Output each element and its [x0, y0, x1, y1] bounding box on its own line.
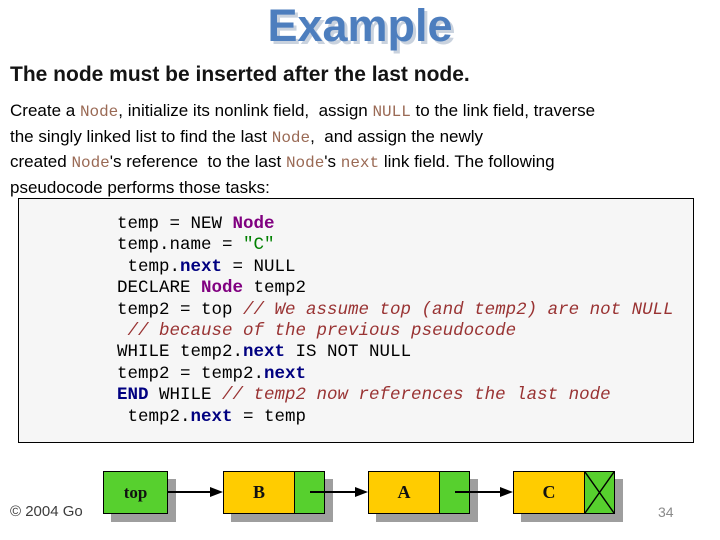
intro-line: pseudocode performs those tasks: — [10, 176, 595, 201]
intro-line-segment: Node — [79, 103, 119, 121]
intro-line-segment: Create a — [10, 101, 80, 120]
node-data-cell: B — [223, 471, 295, 514]
intro-paragraph: Create a Node, initialize its nonlink fi… — [10, 99, 595, 200]
slide-title: Example — [267, 0, 453, 51]
intro-line: the singly linked list to find the last … — [10, 125, 595, 151]
node-link-cell — [584, 471, 615, 514]
code-line-segment: temp2 = top — [117, 299, 244, 320]
code-line-segment: temp. — [117, 256, 181, 277]
code-line-segment: temp2 — [243, 278, 307, 299]
code-line-segment: next — [264, 363, 307, 384]
code-line: DECLARE Node temp2 — [117, 278, 693, 299]
intro-line-segment: Node — [285, 154, 325, 172]
code-line-segment: next — [243, 342, 286, 363]
intro-line: created Node's reference to the last Nod… — [10, 150, 595, 176]
code-line-segment: DECLARE — [117, 278, 202, 299]
code-line: temp2 = top // We assume top (and temp2)… — [117, 300, 693, 321]
top-pointer-box: top — [103, 471, 168, 514]
code-line-segment: // We assume top (and temp2) are not NUL… — [243, 299, 674, 320]
intro-line: Create a Node, initialize its nonlink fi… — [10, 99, 595, 125]
code-line-segment: Node — [232, 214, 275, 234]
node-data-cell: C — [513, 471, 585, 514]
null-x-icon — [585, 472, 614, 513]
list-node: C — [513, 471, 615, 514]
top-pointer-label: top — [123, 482, 148, 502]
code-line-segment: = NULL — [222, 256, 296, 277]
code-line-segment: = temp — [232, 406, 307, 427]
code-line-segment: END — [117, 385, 149, 406]
code-line: WHILE temp2.next IS NOT NULL — [117, 342, 693, 363]
code-line: temp2.next = temp — [117, 407, 693, 428]
code-line: temp2 = temp2.next — [117, 364, 693, 385]
code-line-segment: next — [190, 406, 233, 427]
code-line: temp.name = "C" — [117, 235, 693, 256]
code-line-segment: // temp2 now references the last node — [222, 385, 611, 406]
code-line-segment: temp = NEW — [117, 214, 233, 234]
intro-line-segment: Node — [71, 154, 110, 172]
intro-line-segment: , and assign the newly — [310, 126, 484, 146]
node-data-cell: A — [368, 471, 440, 514]
intro-line-segment: Node — [271, 128, 311, 147]
copyright-text: © 2004 Go — [10, 503, 83, 520]
intro-line-segment: the singly linked list to find the last — [10, 126, 272, 146]
intro-line-segment: 's reference to the last — [109, 152, 286, 171]
code-line-segment — [117, 321, 128, 341]
linked-list-diagram: top B A C — [95, 455, 660, 535]
code-line-segment: "C" — [243, 235, 275, 256]
intro-line-segment: to the link field, traverse — [410, 101, 596, 120]
page-number: 34 — [658, 504, 674, 520]
intro-line-segment: 's — [324, 152, 341, 171]
code-line: temp.next = NULL — [117, 257, 693, 278]
section-heading: The node must be inserted after the last… — [10, 63, 470, 86]
code-line-segment: IS NOT NULL — [285, 342, 412, 363]
list-node: A — [368, 471, 470, 514]
intro-line-segment: , initialize its nonlink field, assign — [118, 101, 373, 120]
code-line-segment: WHILE — [148, 385, 223, 406]
code-line-segment: // because of the previous pseudocode — [127, 321, 517, 342]
intro-line-segment: link field. The following — [379, 152, 555, 171]
intro-line-segment: next — [340, 154, 380, 172]
code-line-segment: Node — [201, 278, 244, 299]
code-line: // because of the previous pseudocode — [117, 321, 693, 342]
intro-line-segment: NULL — [372, 103, 411, 121]
link-arrow — [310, 487, 368, 497]
link-arrow — [455, 487, 513, 497]
code-line-segment: next — [180, 256, 223, 277]
intro-line-segment: pseudocode performs those tasks: — [10, 177, 270, 197]
code-line-segment: temp.name = — [117, 235, 244, 256]
code-line-segment: WHILE temp2. — [117, 342, 244, 363]
code-line-segment: temp2. — [117, 406, 191, 427]
link-arrow — [168, 487, 223, 497]
code-line-segment: temp2 = temp2. — [117, 363, 265, 384]
intro-line-segment: created — [10, 152, 72, 171]
code-line: END WHILE // temp2 now references the la… — [117, 385, 693, 406]
code-line: temp = NEW Node — [117, 214, 693, 235]
